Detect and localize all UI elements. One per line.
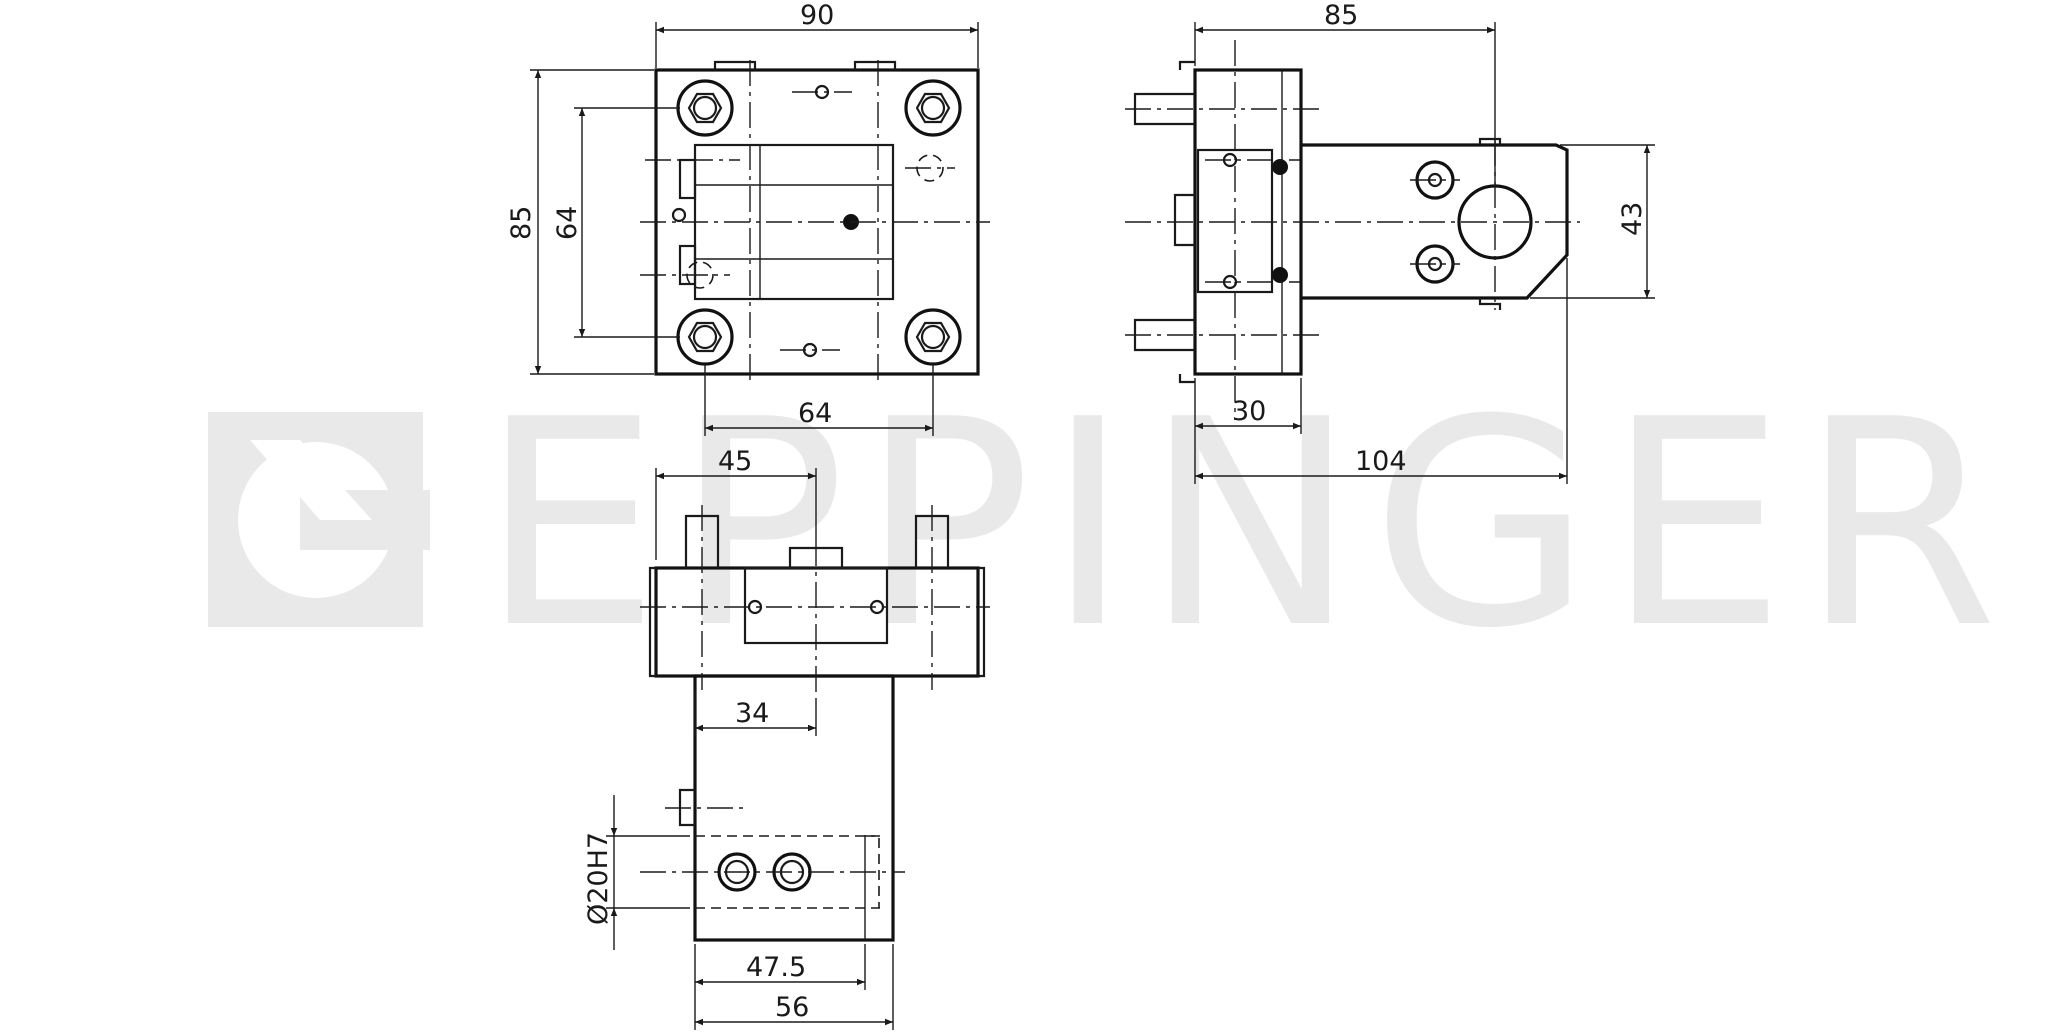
bolt-icon (904, 79, 962, 137)
dim-side-length: 85 (1324, 0, 1358, 31)
brand-logo-icon (208, 412, 430, 627)
dim-top-offset: 34 (735, 698, 769, 729)
dim-bore: Ø20H7 (583, 832, 614, 925)
dim-bore-offset: 47.5 (746, 952, 806, 983)
dim-top-width: 45 (718, 446, 752, 477)
side-view: 85 43 30 104 (1125, 0, 1655, 484)
dim-front-height: 85 (506, 206, 537, 240)
bolt-icon (676, 79, 734, 137)
dim-front-pitch-vertical: 64 (552, 206, 583, 240)
dim-side-total: 104 (1355, 446, 1407, 477)
dim-front-width: 90 (800, 0, 834, 31)
bolt-icon (676, 308, 734, 366)
dim-side-height: 43 (1617, 202, 1648, 236)
top-view: 45 34 Ø20H7 47.5 56 (583, 446, 990, 1030)
dim-side-flange: 30 (1232, 396, 1266, 427)
front-view: 90 85 64 64 (506, 0, 990, 436)
dim-body-width: 56 (775, 992, 809, 1023)
brand-name: EPPINGER (480, 359, 2012, 691)
dim-front-pitch-horizontal: 64 (798, 398, 832, 429)
bolt-icon (904, 308, 962, 366)
brand-watermark: EPPINGER (208, 359, 2012, 691)
